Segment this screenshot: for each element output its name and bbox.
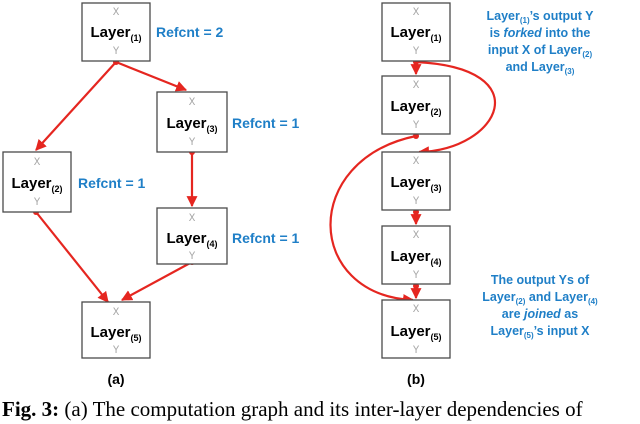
output-port-label: Y — [413, 196, 420, 208]
panel-b: X Layer(1) Y X Layer(2) Y X Layer(3) Y X… — [329, 2, 598, 387]
panel-label-b: (b) — [407, 371, 425, 387]
fork-note-line-4: and Layer(3) — [506, 60, 575, 76]
input-port-label: X — [113, 307, 120, 319]
edge-a-2-5 — [35, 211, 109, 303]
input-port-label: X — [413, 304, 420, 316]
output-port-label: Y — [189, 251, 196, 263]
layer-label: Layer(4) — [166, 230, 217, 249]
layer-box-a-1: X Layer(1) Y — [81, 2, 151, 62]
edge-a-4-5 — [121, 261, 193, 301]
layer-box-a-4: X Layer(4) Y — [156, 207, 228, 265]
input-port-label: X — [413, 7, 420, 19]
layer-box-a-2: X Layer(2) Y — [2, 151, 72, 213]
layer-box-a-5: X Layer(5) Y — [81, 301, 151, 359]
join-note-line-4: Layer(5)’s input X — [491, 324, 591, 340]
output-port-label: Y — [413, 120, 420, 132]
input-port-label: X — [413, 156, 420, 168]
layer-box-b-5: X Layer(5) Y — [381, 299, 451, 359]
layer-label: Layer(2) — [11, 175, 62, 194]
layer-label: Layer(2) — [390, 98, 441, 117]
output-port-label: Y — [413, 270, 420, 282]
fork-note-line-3: input X of Layer(2) — [488, 43, 593, 59]
input-port-label: X — [189, 213, 196, 225]
edge-a-1-3 — [115, 60, 188, 92]
layer-box-b-3: X Layer(3) Y — [381, 151, 451, 211]
layer-box-b-1: X Layer(1) Y — [381, 2, 451, 62]
join-annotation: The output Ys of Layer(2) and Layer(4) a… — [482, 273, 598, 340]
caption-figure-number: Fig. 3: — [2, 397, 60, 421]
layer-label: Layer(1) — [390, 24, 441, 43]
output-port-label: Y — [34, 197, 41, 209]
fork-edge-b-1-3 — [415, 60, 497, 158]
layer-label: Layer(3) — [390, 174, 441, 193]
join-edge-b-2-5 — [329, 134, 417, 306]
join-note-line-3: are joined as — [502, 307, 578, 321]
output-port-label: Y — [413, 345, 420, 357]
join-note-line-1: The output Ys of — [491, 273, 590, 287]
join-note-line-2: Layer(2) and Layer(4) — [482, 290, 598, 306]
layer-box-b-2: X Layer(2) Y — [381, 75, 451, 135]
refcnt-label-a-2: Refcnt = 1 — [78, 175, 146, 191]
edge-a-1-2 — [35, 61, 117, 151]
panel-label-a: (a) — [107, 371, 124, 387]
layer-box-a-3: X Layer(3) Y — [156, 91, 228, 153]
output-port-label: Y — [113, 345, 120, 357]
output-port-label: Y — [189, 137, 196, 149]
fork-note-line-1: Layer(1)’s output Y — [486, 9, 594, 25]
fork-annotation: Layer(1)’s output Y is forked into the i… — [486, 9, 594, 76]
layer-label: Layer(5) — [390, 323, 441, 342]
fork-note-line-2: is forked into the — [490, 26, 591, 40]
caption-text: (a) The computation graph and its inter-… — [59, 397, 583, 421]
input-port-label: X — [189, 97, 196, 109]
layer-label: Layer(5) — [90, 324, 141, 343]
refcnt-label-a-4: Refcnt = 1 — [232, 230, 300, 246]
refcnt-label-a-1: Refcnt = 2 — [156, 24, 224, 40]
output-port-label: Y — [413, 46, 420, 58]
figure-caption: Fig. 3: (a) The computation graph and it… — [2, 396, 640, 422]
layer-box-b-4: X Layer(4) Y — [381, 225, 451, 285]
layer-label: Layer(4) — [390, 248, 441, 267]
output-port-label: Y — [113, 46, 120, 58]
panel-a: X Layer(1) Y Refcnt = 2 X Layer(3) Y Ref… — [2, 2, 300, 387]
refcnt-label-a-3: Refcnt = 1 — [232, 115, 300, 131]
input-port-label: X — [413, 80, 420, 92]
input-port-label: X — [113, 7, 120, 19]
layer-label: Layer(1) — [90, 24, 141, 43]
layer-label: Layer(3) — [166, 115, 217, 134]
input-port-label: X — [34, 157, 41, 169]
input-port-label: X — [413, 230, 420, 242]
